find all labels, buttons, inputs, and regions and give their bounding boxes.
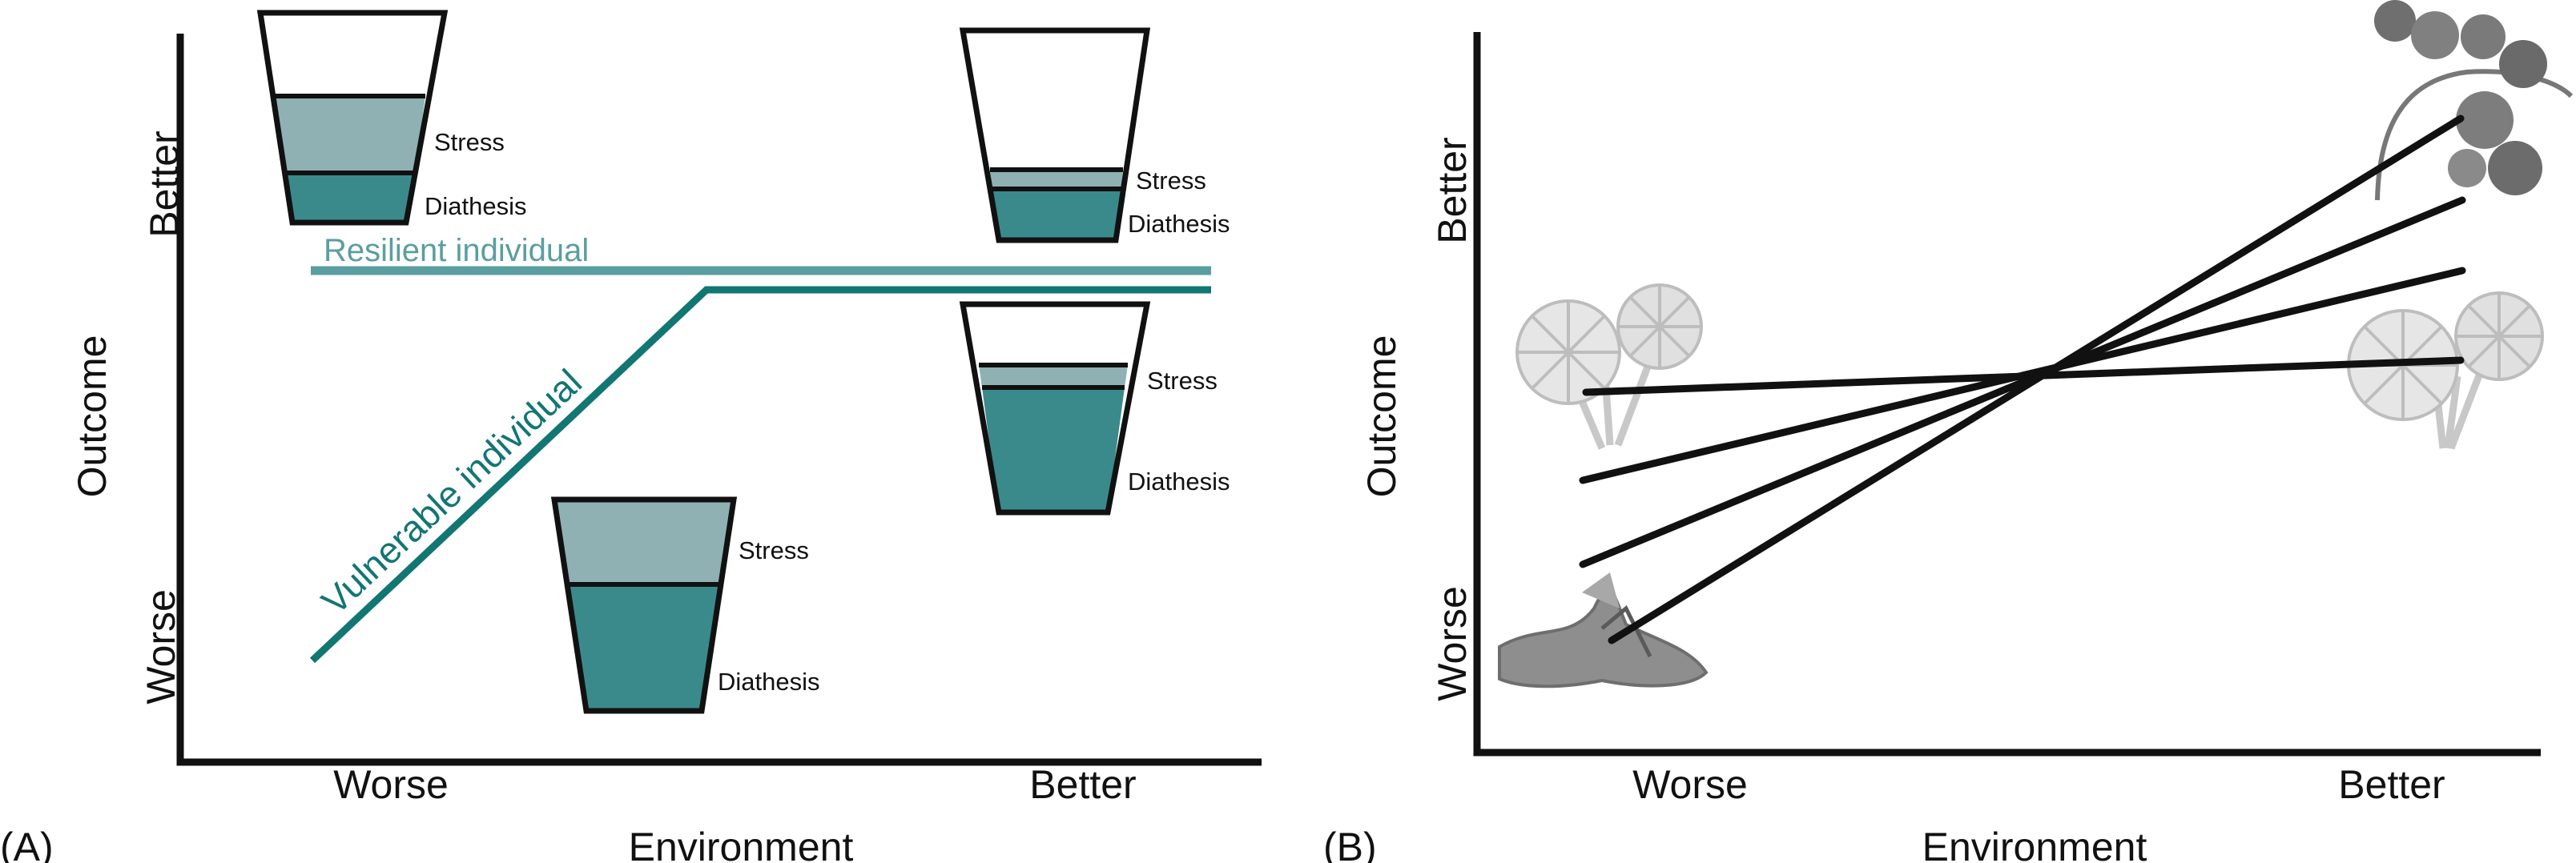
panel-a-label: (A) bbox=[0, 825, 54, 863]
cup-outline bbox=[959, 27, 1151, 243]
cup-top-left: Stress Diathesis bbox=[256, 10, 527, 226]
cup-diathesis-level bbox=[284, 173, 415, 223]
panel-a-y-better: Better bbox=[142, 130, 187, 237]
cup-outline bbox=[959, 301, 1151, 516]
cup-diathesis-level bbox=[992, 189, 1121, 240]
dandelion-left-image bbox=[1515, 283, 1703, 450]
cup-stress-label: Stress bbox=[1136, 167, 1206, 195]
interaction-line-4 bbox=[1608, 114, 2465, 644]
panel-a-x-worse: Worse bbox=[333, 762, 449, 807]
panel-a-x-title: Environment bbox=[629, 825, 854, 863]
cup-stress-level bbox=[979, 365, 1128, 387]
cup-diathesis-label: Diathesis bbox=[718, 668, 820, 696]
cup-diathesis-level bbox=[566, 584, 722, 711]
panel-a: Better Outcome Worse Worse Better Enviro… bbox=[0, 10, 1262, 863]
panel-b-x-worse: Worse bbox=[1632, 762, 1748, 807]
panel-b-y-better: Better bbox=[1430, 137, 1475, 243]
cup-diathesis-label: Diathesis bbox=[425, 192, 527, 220]
cup-bottom-middle: Stress Diathesis bbox=[550, 496, 820, 714]
cup-stress-level bbox=[554, 500, 734, 584]
panel-b-axes bbox=[1473, 32, 2541, 757]
resilient-label: Resilient individual bbox=[324, 233, 589, 268]
cup-outline bbox=[550, 496, 738, 714]
panel-a-axes bbox=[176, 34, 1262, 766]
cup-stress-label: Stress bbox=[739, 536, 809, 564]
vulnerable-label: Vulnerable individual bbox=[313, 361, 590, 622]
panel-b-y-worse: Worse bbox=[1430, 586, 1475, 701]
cup-middle-right: Stress Diathesis bbox=[959, 301, 1230, 516]
wilted-flower-image bbox=[1498, 572, 1709, 688]
cup-diathesis-label: Diathesis bbox=[1128, 210, 1230, 238]
cup-outline bbox=[256, 10, 449, 226]
panel-b-label: (B) bbox=[1323, 825, 1377, 863]
cup-stress-level bbox=[273, 96, 425, 173]
panel-a-x-better: Better bbox=[1029, 762, 1136, 807]
dandelion-right-image bbox=[2347, 291, 2544, 450]
cup-diathesis-label: Diathesis bbox=[1128, 468, 1230, 496]
orchid-image bbox=[2374, 0, 2574, 201]
interaction-line-3 bbox=[1579, 196, 2466, 568]
panel-a-y-title: Outcome bbox=[70, 335, 115, 498]
panel-b-x-better: Better bbox=[2338, 762, 2445, 807]
panel-b-x-title: Environment bbox=[1922, 825, 2147, 863]
cup-top-right: Stress Diathesis bbox=[959, 27, 1230, 243]
cup-stress-level bbox=[990, 170, 1123, 189]
panel-a-y-worse: Worse bbox=[139, 589, 183, 704]
cup-diathesis-level bbox=[982, 387, 1125, 512]
vulnerable-line bbox=[309, 286, 1211, 664]
panel-b-y-title: Outcome bbox=[1359, 335, 1404, 498]
cup-stress-label: Stress bbox=[1147, 367, 1218, 395]
interaction-line-2 bbox=[1579, 267, 2466, 484]
panel-b: Better Outcome Worse Worse Better Enviro… bbox=[1323, 0, 2574, 863]
cup-stress-label: Stress bbox=[434, 128, 505, 156]
